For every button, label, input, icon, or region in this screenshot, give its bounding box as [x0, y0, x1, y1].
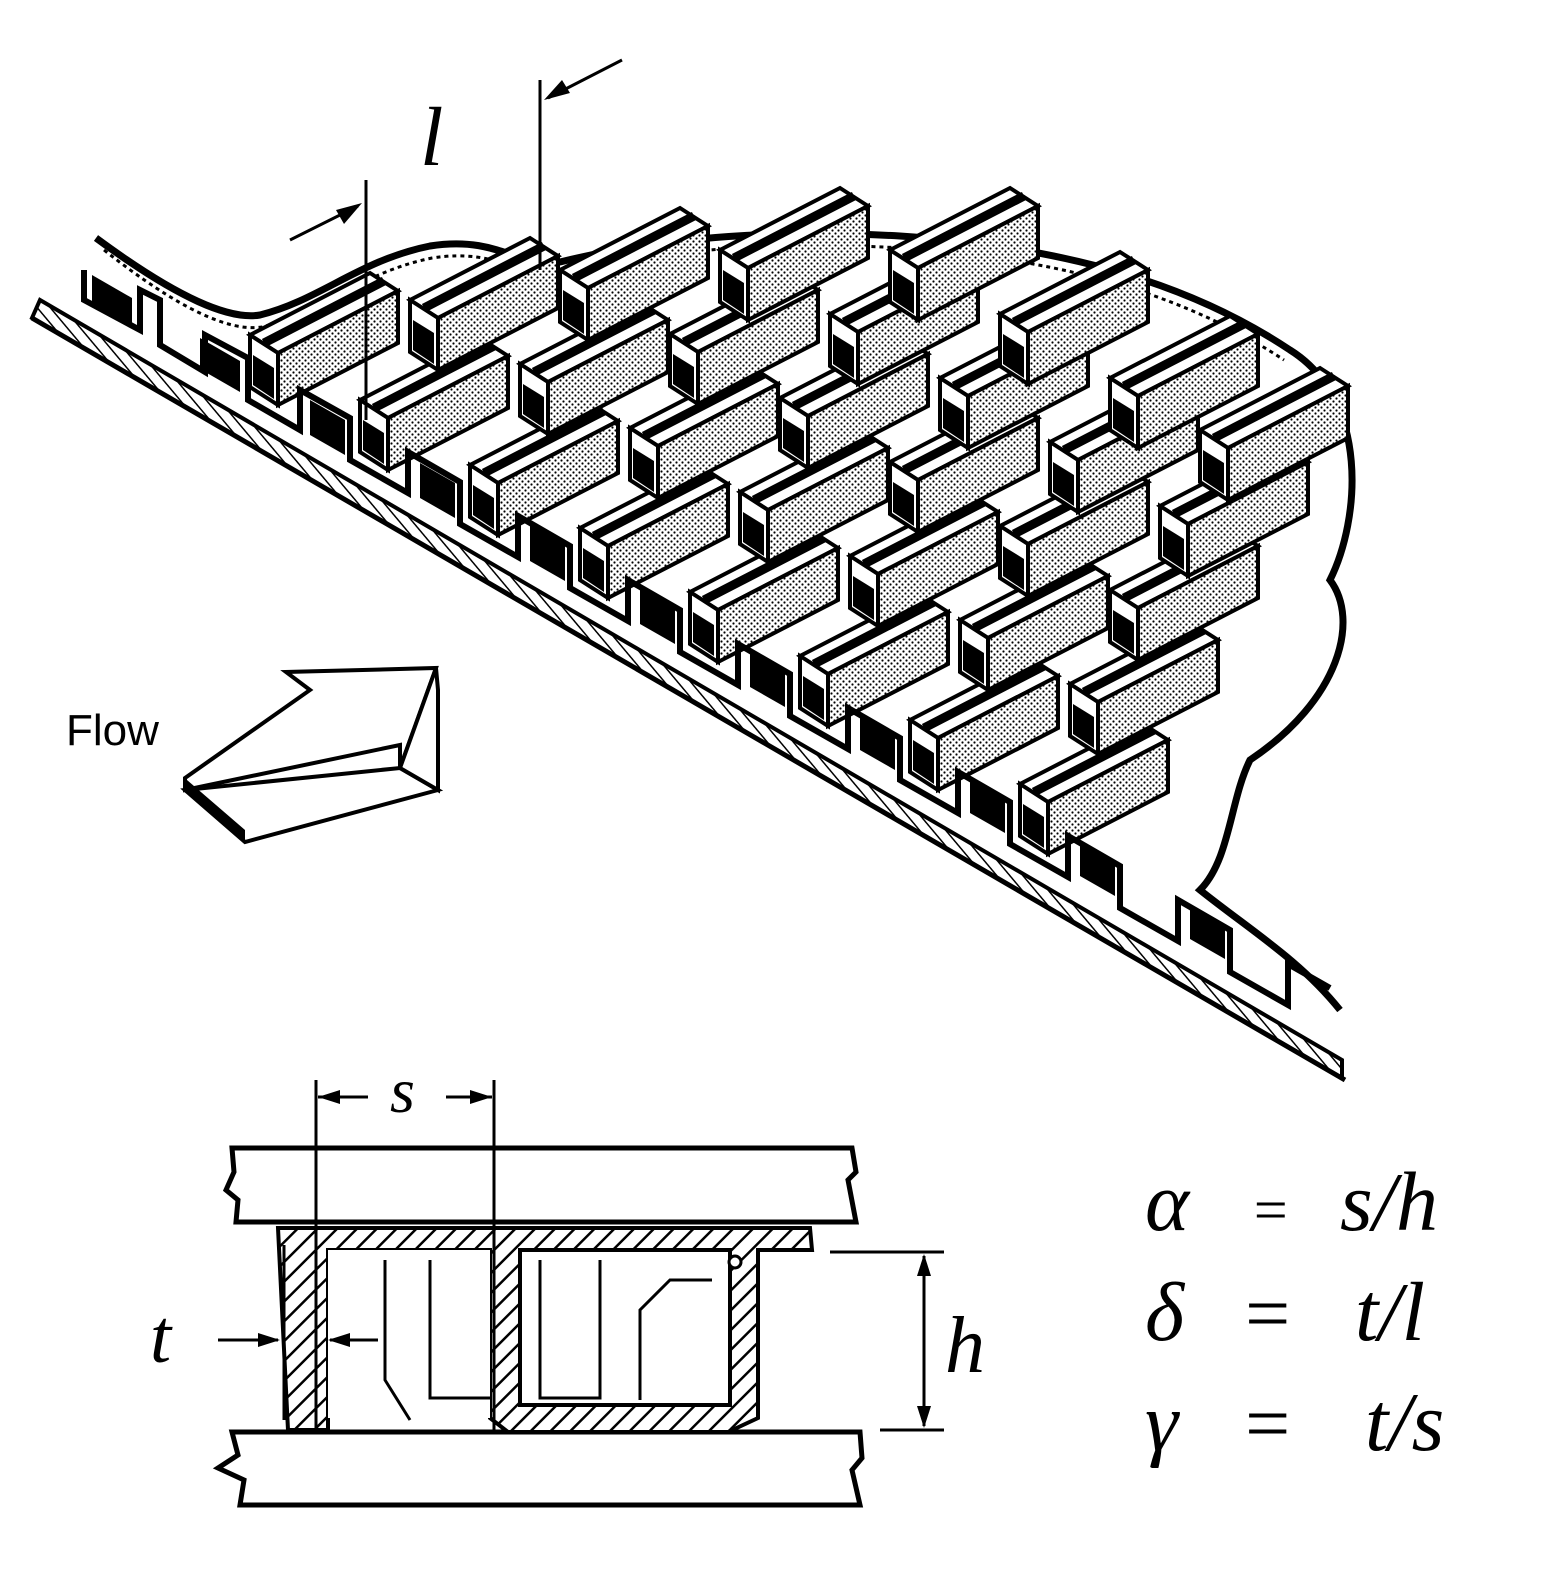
thickness-dimension: t	[150, 1295, 378, 1379]
equation-alpha-rhs: s/h	[1340, 1156, 1438, 1249]
equation-delta-op: =	[1240, 1270, 1294, 1358]
length-label: l	[420, 91, 443, 184]
fin-edge-profile	[81, 270, 1332, 1011]
height-dimension: h	[830, 1250, 985, 1432]
cross-top-plate	[222, 1145, 860, 1225]
height-label: h	[945, 1302, 985, 1390]
flow-arrow-icon	[180, 665, 444, 845]
spacing-dimension: s	[314, 1055, 496, 1430]
equation-delta-rhs: t/l	[1355, 1266, 1425, 1359]
equation-gamma-rhs: t/s	[1365, 1376, 1444, 1469]
cross-section-view: s t h	[150, 1055, 985, 1508]
bottom-plate	[29, 297, 1347, 1083]
isometric-fin-view: l Flow	[29, 58, 1356, 1083]
length-dimension: l	[289, 58, 623, 420]
fin-cross-section	[275, 1226, 815, 1434]
equations: α = s/h δ = t/l γ = t/s	[1145, 1156, 1444, 1469]
spacing-label: s	[390, 1055, 415, 1126]
equation-alpha-op: =	[1250, 1177, 1291, 1243]
equation-gamma-op: =	[1240, 1380, 1294, 1468]
equation-gamma-symbol: γ	[1145, 1376, 1180, 1469]
thickness-label: t	[150, 1295, 173, 1379]
cross-bottom-plate	[212, 1429, 865, 1508]
equation-delta-symbol: δ	[1145, 1266, 1186, 1359]
equation-alpha-symbol: α	[1145, 1156, 1191, 1249]
flow-label: Flow	[66, 706, 159, 755]
